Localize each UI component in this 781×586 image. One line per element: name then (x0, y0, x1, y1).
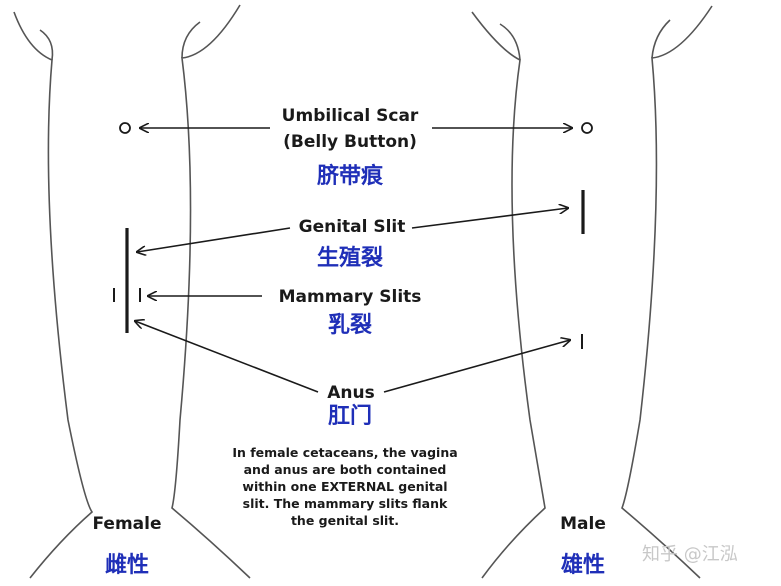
arrow-genital-female (137, 228, 290, 252)
mammary-slits-zh-label: 乳裂 (328, 313, 372, 339)
genital-slit-label: Genital Slit (299, 217, 406, 237)
arrow-anus-male (384, 340, 570, 392)
note-line: slit. The mammary slits flank (195, 495, 495, 512)
belly-button-label: (Belly Button) (283, 132, 417, 152)
note-line: within one EXTERNAL genital (195, 478, 495, 495)
male-body-outline (472, 6, 712, 578)
watermark: 知乎 @江泓 (642, 540, 738, 566)
female-umbilical-scar (120, 123, 130, 133)
male-umbilical-scar (582, 123, 592, 133)
note-line: the genital slit. (195, 512, 495, 529)
mammary-slits-label: Mammary Slits (279, 287, 422, 307)
umbilical-scar-zh-label: 脐带痕 (317, 164, 383, 190)
male-label: Male (560, 514, 606, 534)
female-label: Female (93, 514, 162, 534)
note-line: In female cetaceans, the vagina (195, 444, 495, 461)
umbilical-scar-label: Umbilical Scar (282, 106, 419, 126)
genital-slit-zh-label: 生殖裂 (317, 246, 383, 272)
arrow-anus-female (135, 321, 318, 392)
explanatory-note: In female cetaceans, the vagina and anus… (195, 444, 495, 529)
anus-zh-label: 肛门 (328, 404, 372, 430)
female-zh-label: 雌性 (105, 553, 149, 579)
anus-label: Anus (327, 383, 374, 403)
note-line: and anus are both contained (195, 461, 495, 478)
male-zh-label: 雄性 (561, 553, 605, 579)
arrow-genital-male (412, 208, 568, 228)
